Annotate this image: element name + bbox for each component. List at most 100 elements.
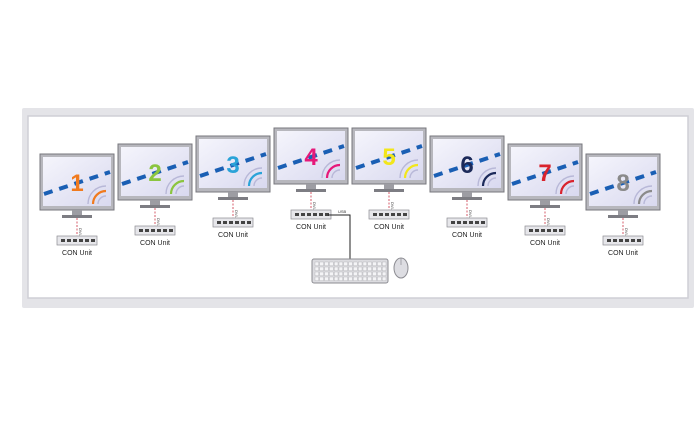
screen-dash-line <box>43 170 111 196</box>
con-port <box>391 213 395 216</box>
keyboard-key <box>353 261 358 266</box>
keyboard-key <box>343 261 348 266</box>
con-unit-label: CON Unit <box>530 240 560 247</box>
keyboard-key <box>334 266 339 271</box>
screen-arc <box>325 163 341 179</box>
monitor-neck <box>618 210 628 215</box>
con-port <box>241 221 245 224</box>
dvi-label: DVI-D <box>546 218 551 229</box>
keyboard-key <box>382 266 387 271</box>
keyboard-key <box>358 261 363 266</box>
keyboard-key <box>367 261 372 266</box>
con-port <box>481 221 485 224</box>
keyboard-key <box>367 271 372 276</box>
keyboard-key <box>362 261 367 266</box>
keyboard-key <box>314 261 319 266</box>
keyboard-key <box>319 266 324 271</box>
usb-label: USB <box>338 209 347 214</box>
con-port <box>325 213 329 216</box>
keyboard-key <box>319 261 324 266</box>
mouse-icon <box>393 257 409 279</box>
dvi-label: DVI-D <box>234 210 239 221</box>
con-port <box>145 229 149 232</box>
con-port <box>301 213 305 216</box>
con-port <box>607 239 611 242</box>
keyboard-key <box>353 266 358 271</box>
con-port <box>163 229 167 232</box>
screen-dash-line <box>433 152 501 178</box>
con-port <box>139 229 143 232</box>
con-port <box>379 213 383 216</box>
screen-arc <box>331 169 341 179</box>
con-port <box>463 221 467 224</box>
screen-arc <box>97 195 107 205</box>
screen-arc <box>87 185 107 205</box>
screen-arc <box>409 169 419 179</box>
keyboard-key <box>353 271 358 276</box>
keyboard-key <box>338 266 343 271</box>
con-port <box>307 213 311 216</box>
monitor-base <box>296 189 326 192</box>
keyboard-key <box>334 271 339 276</box>
con-port <box>373 213 377 216</box>
keyboard-key <box>329 276 334 281</box>
monitor-neck <box>540 200 550 205</box>
keyboard-key <box>372 261 377 266</box>
keyboard-key <box>362 276 367 281</box>
screen-arc <box>165 175 185 195</box>
screen-dash-line <box>121 160 189 186</box>
monitor-neck <box>72 210 82 215</box>
con-port <box>235 221 239 224</box>
monitor-base <box>530 205 560 208</box>
keyboard-key <box>367 276 372 281</box>
monitor-neck <box>384 184 394 189</box>
con-unit-label: CON Unit <box>296 224 326 231</box>
con-port <box>151 229 155 232</box>
keyboard-key <box>358 271 363 276</box>
keyboard-key <box>367 266 372 271</box>
screen-dash-line <box>199 152 267 178</box>
con-port <box>631 239 635 242</box>
keyboard-key <box>377 276 382 281</box>
con-port <box>319 213 323 216</box>
keyboard-key <box>324 276 329 281</box>
monitor-number: 1 <box>70 170 83 197</box>
dvi-label: DVI-D <box>468 210 473 221</box>
dvi-label: DVI-D <box>78 228 83 239</box>
monitor-number: 3 <box>226 152 239 179</box>
keyboard-key <box>348 261 353 266</box>
con-port <box>223 221 227 224</box>
monitor-neck <box>462 192 472 197</box>
monitor-base <box>452 197 482 200</box>
con-port <box>295 213 299 216</box>
dvi-label: DVI-D <box>390 202 395 213</box>
monitor-neck <box>306 184 316 189</box>
keyboard-key <box>338 276 343 281</box>
con-port <box>79 239 83 242</box>
con-port <box>73 239 77 242</box>
con-port <box>619 239 623 242</box>
keyboard-key <box>372 276 377 281</box>
screen-arc <box>321 159 341 179</box>
con-port <box>85 239 89 242</box>
usb-cable <box>328 214 351 260</box>
screen-arc <box>403 163 419 179</box>
screen-dash-line <box>589 170 657 196</box>
screen-arc <box>243 167 263 187</box>
con-port <box>475 221 479 224</box>
con-port <box>451 221 455 224</box>
keyboard-key <box>314 266 319 271</box>
keyboard-key <box>348 266 353 271</box>
monitor-base <box>218 197 248 200</box>
screen-arc <box>399 159 419 179</box>
screen-arc <box>91 189 107 205</box>
con-port <box>247 221 251 224</box>
